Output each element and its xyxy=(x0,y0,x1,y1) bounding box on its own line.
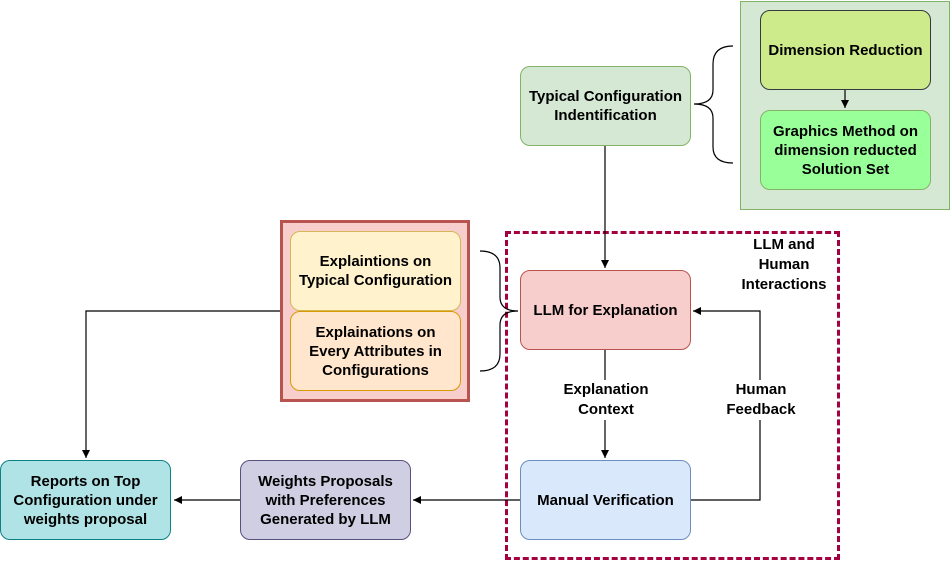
arrow-explanations-to-reports xyxy=(82,310,280,458)
brace-middle xyxy=(479,250,519,372)
typical-configuration-node: Typical Configuration Indentification xyxy=(520,66,691,146)
brace-top xyxy=(693,45,734,164)
llm-human-interactions-group xyxy=(505,231,840,560)
explanations-typical-node: Explaintions on Typical Configuration xyxy=(290,231,461,311)
graphics-method-node: Graphics Method on dimension reducted So… xyxy=(760,110,931,190)
llm-for-explanation-node: LLM for Explanation xyxy=(520,270,691,350)
dimension-reduction-node: Dimension Reduction xyxy=(760,10,931,90)
manual-verification-node: Manual Verification xyxy=(520,460,691,540)
llm-human-interactions-label: LLM and Human Interactions xyxy=(741,236,827,293)
reports-node: Reports on Top Configuration under weigh… xyxy=(0,460,171,540)
weights-proposals-node: Weights Proposals with Preferences Gener… xyxy=(240,460,411,540)
human-feedback-label: Human Feedback xyxy=(718,380,804,420)
explanation-context-label: Explanation Context xyxy=(558,380,654,420)
explanations-attributes-node: Explainations on Every Attributes in Con… xyxy=(290,311,461,391)
